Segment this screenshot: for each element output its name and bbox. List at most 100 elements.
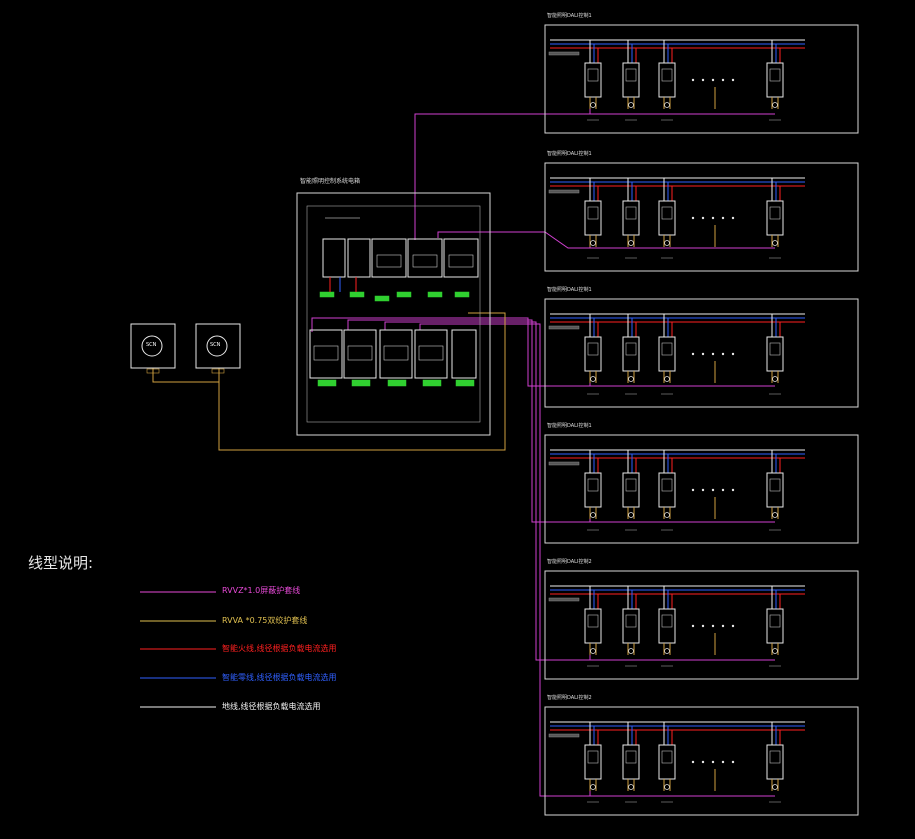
circuit-tag bbox=[548, 325, 580, 330]
ellipsis-dot bbox=[721, 352, 725, 356]
dali-driver bbox=[766, 40, 784, 121]
driver-face bbox=[625, 206, 637, 220]
driver-body bbox=[584, 200, 602, 236]
lamp-symbol bbox=[664, 784, 670, 790]
lamp-symbol bbox=[772, 784, 778, 790]
ellipsis-dot bbox=[721, 78, 725, 82]
bus-to-box-5 bbox=[384, 321, 591, 661]
aux-module bbox=[451, 329, 477, 379]
terminal-bottom-3 bbox=[387, 379, 407, 387]
ellipsis-dot bbox=[701, 488, 705, 492]
dali-driver bbox=[622, 586, 640, 667]
driver-body bbox=[622, 744, 640, 780]
driver-face bbox=[661, 68, 673, 82]
bus-wiring bbox=[152, 108, 775, 797]
scene-panel-2 bbox=[195, 323, 241, 374]
driver-face bbox=[587, 614, 599, 628]
ellipsis-dot bbox=[721, 216, 725, 220]
lamp-symbol bbox=[772, 648, 778, 654]
terminal-bottom-5 bbox=[455, 379, 475, 387]
ellipsis-dot bbox=[701, 624, 705, 628]
branch-box-title-1: 智能照明DALI控制1 bbox=[547, 13, 592, 19]
module-display bbox=[448, 254, 474, 268]
ellipsis-dot bbox=[691, 78, 695, 82]
lamp-symbol bbox=[664, 102, 670, 108]
bus-to-box-4 bbox=[347, 319, 591, 523]
ellipsis-dot bbox=[711, 78, 715, 82]
driver-face bbox=[587, 206, 599, 220]
driver-face bbox=[587, 750, 599, 764]
bus-to-box-3 bbox=[311, 317, 591, 387]
relay-module-2 bbox=[343, 329, 377, 379]
control-cabinet bbox=[296, 192, 491, 436]
bus-to-box-1 bbox=[414, 108, 591, 240]
branch-box-title-5: 智能照明DALI控制2 bbox=[547, 559, 592, 565]
lamp-symbol bbox=[664, 512, 670, 518]
driver-face bbox=[769, 478, 781, 492]
terminal-top-2 bbox=[349, 291, 365, 298]
dali-driver bbox=[584, 40, 602, 121]
dali-driver bbox=[622, 314, 640, 395]
lamp-symbol bbox=[664, 648, 670, 654]
panel-terminal bbox=[211, 368, 225, 374]
ellipsis-dot bbox=[691, 352, 695, 356]
dali-driver bbox=[584, 178, 602, 259]
dali-driver bbox=[658, 178, 676, 259]
lamp-symbol bbox=[628, 376, 634, 382]
dali-driver bbox=[584, 722, 602, 803]
legend-title: 线型说明: bbox=[28, 554, 94, 572]
lamp-symbol bbox=[628, 784, 634, 790]
legend-label-dali: RVVA *0.75双绞护套线 bbox=[222, 616, 308, 625]
dali-driver bbox=[658, 722, 676, 803]
driver-body bbox=[622, 200, 640, 236]
panel-terminal bbox=[146, 368, 160, 374]
driver-face bbox=[661, 206, 673, 220]
driver-face bbox=[587, 478, 599, 492]
lamp-symbol bbox=[590, 376, 596, 382]
gateway-module bbox=[371, 238, 407, 278]
driver-body bbox=[766, 608, 784, 644]
terminal-bottom-1 bbox=[317, 379, 337, 387]
ellipsis-dot bbox=[731, 624, 735, 628]
driver-body bbox=[584, 608, 602, 644]
dali-driver bbox=[622, 722, 640, 803]
terminal-top-3 bbox=[396, 291, 412, 298]
circuit-tag bbox=[548, 597, 580, 602]
lamp-symbol bbox=[590, 512, 596, 518]
driver-face bbox=[625, 68, 637, 82]
bus-to-box-2 bbox=[437, 231, 591, 249]
ellipsis-dot bbox=[691, 488, 695, 492]
terminal-bottom-2 bbox=[351, 379, 371, 387]
driver-body bbox=[766, 472, 784, 508]
dali-driver bbox=[622, 40, 640, 121]
ellipsis-dot bbox=[691, 624, 695, 628]
driver-face bbox=[769, 750, 781, 764]
dali-driver bbox=[584, 314, 602, 395]
driver-body bbox=[584, 744, 602, 780]
driver-face bbox=[625, 478, 637, 492]
dali-driver bbox=[766, 178, 784, 259]
driver-face bbox=[625, 750, 637, 764]
dali-master-2 bbox=[443, 238, 479, 278]
driver-body bbox=[622, 472, 640, 508]
driver-face bbox=[769, 342, 781, 356]
branch-box-2 bbox=[544, 162, 859, 272]
panel-frame bbox=[195, 323, 241, 369]
cabinet-inner bbox=[306, 205, 481, 423]
driver-body bbox=[766, 62, 784, 98]
legend-lines bbox=[140, 591, 216, 708]
terminal-top-6 bbox=[374, 295, 390, 302]
ellipsis-dot bbox=[731, 216, 735, 220]
driver-face bbox=[661, 614, 673, 628]
lamp-symbol bbox=[590, 240, 596, 246]
dali-driver bbox=[766, 314, 784, 395]
branch-box-frame bbox=[544, 570, 859, 680]
driver-body bbox=[658, 744, 676, 780]
power-supply bbox=[322, 238, 346, 278]
legend-label-earth: 地线,线径根据负载电流选用 bbox=[222, 702, 321, 711]
lamp-symbol bbox=[590, 648, 596, 654]
dali-master-1 bbox=[407, 238, 443, 278]
terminal-top-4 bbox=[427, 291, 443, 298]
branch-box-frame bbox=[544, 162, 859, 272]
